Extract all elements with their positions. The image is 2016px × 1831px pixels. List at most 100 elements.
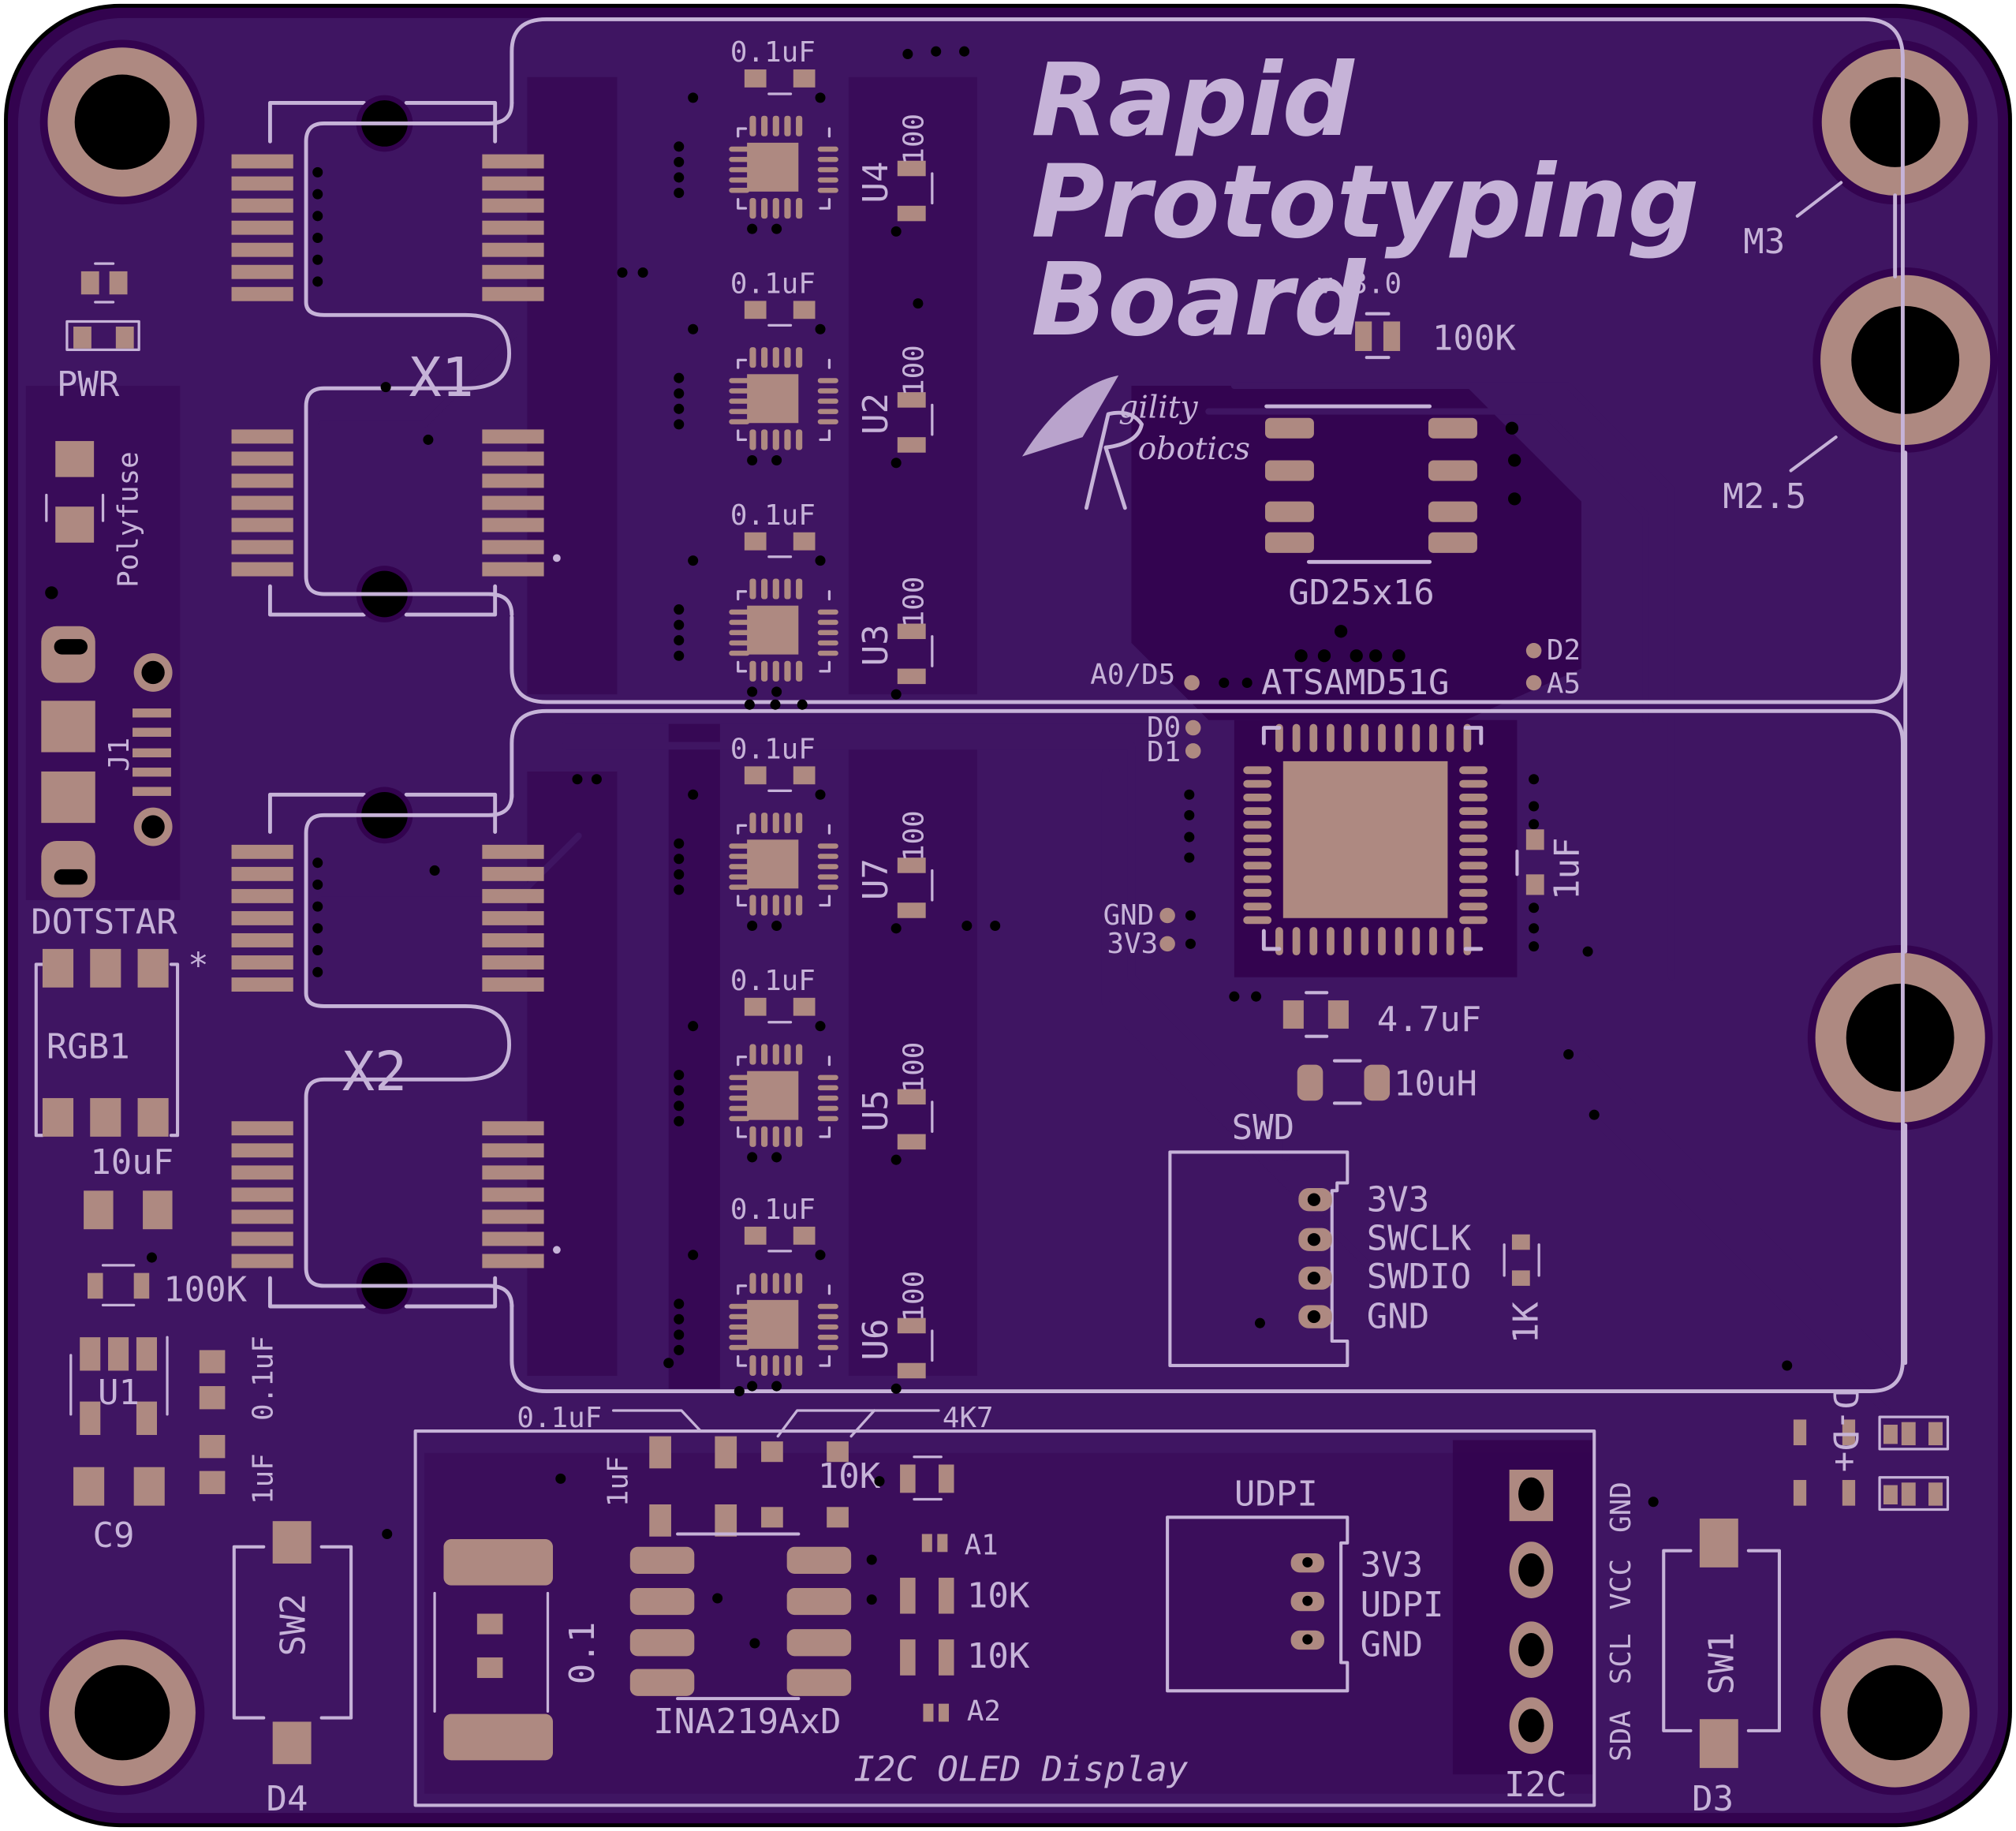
connector-x1-bottom[interactable] <box>231 429 544 577</box>
res-pad <box>897 1089 926 1105</box>
mcu-pin <box>1243 875 1272 884</box>
res-pad <box>897 392 926 408</box>
mcu-pin <box>1243 902 1272 910</box>
pwr-led-label: PWR <box>57 364 120 405</box>
mcu-decoupling-cap: 1uF <box>1515 829 1588 900</box>
driver-cap-label: 0.1uF <box>730 965 816 997</box>
connector-pad <box>482 866 544 881</box>
connector-pad <box>482 888 544 903</box>
connector-pad <box>231 1209 293 1224</box>
connector-pad <box>482 518 544 532</box>
cap-pad <box>793 69 816 88</box>
cap-pad <box>744 69 767 88</box>
mcu-pin <box>1429 723 1437 753</box>
title-line-1: Rapid <box>1031 42 1355 159</box>
cap-pad <box>744 766 767 785</box>
driver-ref-label: U6 <box>856 1318 896 1360</box>
chip-thermal-pad <box>747 374 799 424</box>
mcu-pin <box>1446 723 1454 753</box>
connector-pad <box>231 198 293 213</box>
res-10k-top-label: 10K <box>818 1456 881 1497</box>
current-sensor-label: INA219AxD <box>653 1702 841 1742</box>
rgb-marker: * <box>188 946 209 986</box>
connector-pad <box>482 1254 544 1269</box>
title-line-2: Prototyping <box>1031 144 1699 260</box>
connector-pad <box>482 1187 544 1202</box>
addr-a2-label: A2 <box>967 1695 1001 1728</box>
connector-x2-bottom[interactable] <box>231 1121 544 1269</box>
mcu-cap-label: 1uF <box>1547 837 1588 899</box>
chip-thermal-pad <box>747 1071 799 1120</box>
connector-x2-top-left[interactable] <box>231 844 544 992</box>
connector-pad <box>231 242 293 257</box>
driver-res-label: 100 <box>898 114 930 165</box>
driver-ref-label: U7 <box>856 858 896 900</box>
reg-cap2-label: 1uF <box>248 1453 280 1504</box>
driver-ref-label: U5 <box>856 1089 896 1131</box>
button-sw1[interactable]: SW1 D3 <box>1662 1518 1781 1819</box>
polyfuse: Polyfuse <box>45 441 145 600</box>
connector-pad <box>231 518 293 532</box>
shunt-label: 0.1 <box>562 1622 603 1684</box>
logo-swoosh-icon <box>1021 375 1119 457</box>
connector-pad <box>482 844 544 859</box>
swd-title: SWD <box>1232 1108 1294 1148</box>
mcu-pin <box>1361 927 1369 956</box>
connector-pad <box>482 154 544 169</box>
connector-pad <box>231 977 293 992</box>
res-10k-a-label: 10K <box>967 1575 1030 1616</box>
m3-label: M3 <box>1743 222 1785 262</box>
pin-d0-label: D0 <box>1147 712 1181 744</box>
swd-pin-4: GND <box>1367 1297 1429 1337</box>
i2c-header[interactable]: GND VCC SCL SDA I2C <box>1504 1469 1659 1805</box>
regulator-label: U1 <box>98 1373 140 1413</box>
connector-pad <box>482 176 544 191</box>
swd-resistor: 1K <box>1503 1234 1547 1343</box>
usb-connector-j1[interactable]: J1 <box>41 626 173 898</box>
flash-chip: GD25x16 <box>1264 404 1521 613</box>
driver-ref-label: U3 <box>856 624 896 666</box>
driver-cap-label: 0.1uF <box>730 268 816 301</box>
driver-res-label: 100 <box>898 810 930 861</box>
button-sw2[interactable]: SW2 D4 <box>232 1521 393 1819</box>
mcu-chip: ATSAMD51G A0/D5 D2 A5 D0 D1 GND 3V3 <box>1090 625 1593 960</box>
logo-text-2: obotics <box>1138 432 1250 467</box>
polyfuse-label: Polyfuse <box>113 451 145 588</box>
connector-pad <box>231 1165 293 1180</box>
connector-pad <box>482 540 544 555</box>
mcu-pin <box>1394 723 1403 753</box>
mcu-pin <box>1243 888 1272 897</box>
mounting-hole-m25 <box>1813 267 1999 453</box>
swd-connector: SWD 3V3 SWCLK SWDIO GND <box>1168 1108 1472 1368</box>
sw2-label: SW2 <box>273 1594 313 1656</box>
d4-label: D4 <box>267 1779 308 1819</box>
i2c-pin-sda: SDA <box>1605 1710 1637 1762</box>
inductor-label: 10uH <box>1394 1064 1477 1104</box>
mcu-pin <box>1292 927 1301 956</box>
mcu-pin <box>1292 723 1301 753</box>
connector-x1-top-left[interactable] <box>231 154 544 301</box>
connector-pad <box>482 1121 544 1136</box>
connector-pad <box>482 242 544 257</box>
power-section: 10uF 100K U1 0.1uF 1uF C9 <box>69 1142 280 1556</box>
connector-pad <box>231 910 293 925</box>
connector-pad <box>482 910 544 925</box>
flash-resistor: 100K <box>1355 312 1516 360</box>
res-pad <box>897 902 926 918</box>
cap-10uf-label: 10uF <box>90 1142 174 1183</box>
mcu-pin <box>1446 927 1454 956</box>
mcu-pin <box>1361 723 1369 753</box>
connector-pad <box>482 1143 544 1158</box>
res-pad <box>897 437 926 453</box>
driver-ref-label: U2 <box>856 393 896 435</box>
reg-cap1-label: 0.1uF <box>248 1336 280 1421</box>
ina-cap1-label: 0.1uF <box>517 1402 602 1434</box>
res-pad <box>897 1362 926 1379</box>
ina-cap2-label: 1uF <box>603 1456 635 1508</box>
connector-pad <box>231 562 293 577</box>
c9-label: C9 <box>93 1515 135 1556</box>
mounting-hole-bottom-right <box>1813 1630 1977 1796</box>
